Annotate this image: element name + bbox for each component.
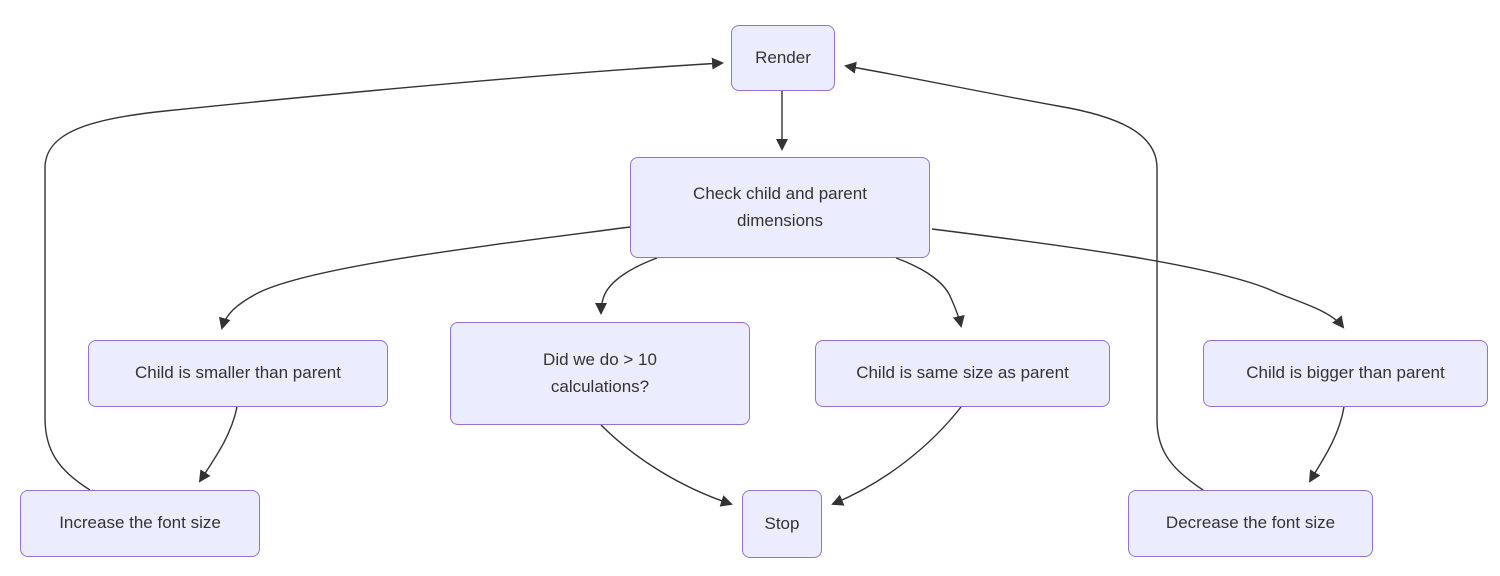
edge-same-to-stop xyxy=(831,406,962,506)
node-increase-font: Increase the font size xyxy=(20,490,260,557)
node-render: Render xyxy=(731,25,835,91)
node-stop: Stop xyxy=(742,490,822,558)
edge-check-to-bigger xyxy=(931,228,1345,329)
node-check-dimensions-label: Check child and parent dimensions xyxy=(693,184,867,230)
edge-check-to-smaller xyxy=(218,226,631,330)
node-child-same-size-label: Child is same size as parent xyxy=(856,363,1069,383)
edge-check-to-same xyxy=(895,257,965,328)
edge-increase-to-render xyxy=(44,57,724,491)
node-child-bigger-label: Child is bigger than parent xyxy=(1246,363,1445,383)
node-decrease-font-label: Decrease the font size xyxy=(1165,513,1336,533)
node-stop-label: Stop xyxy=(764,513,800,533)
node-decrease-font: Decrease the font size xyxy=(1128,490,1373,557)
node-child-bigger: Child is bigger than parent xyxy=(1203,340,1488,407)
edge-decrease-to-render xyxy=(844,61,1204,491)
edge-bigger-to-decrease xyxy=(1308,406,1345,483)
node-child-same-size: Child is same size as parent xyxy=(815,340,1110,407)
node-check-dimensions: Check child and parent dimensions xyxy=(630,157,930,258)
node-child-smaller-label: Child is smaller than parent xyxy=(135,363,341,383)
node-child-smaller: Child is smaller than parent xyxy=(88,340,388,407)
node-increase-font-label: Increase the font size xyxy=(59,513,221,533)
edge-smaller-to-increase xyxy=(198,406,238,483)
edge-calc-to-stop xyxy=(600,424,733,507)
node-render-label: Render xyxy=(755,47,811,67)
node-calculations-check: Did we do > 10 calculations? xyxy=(450,322,750,425)
edge-check-to-calc xyxy=(595,257,658,315)
node-calculations-check-label: Did we do > 10 calculations? xyxy=(543,350,657,396)
